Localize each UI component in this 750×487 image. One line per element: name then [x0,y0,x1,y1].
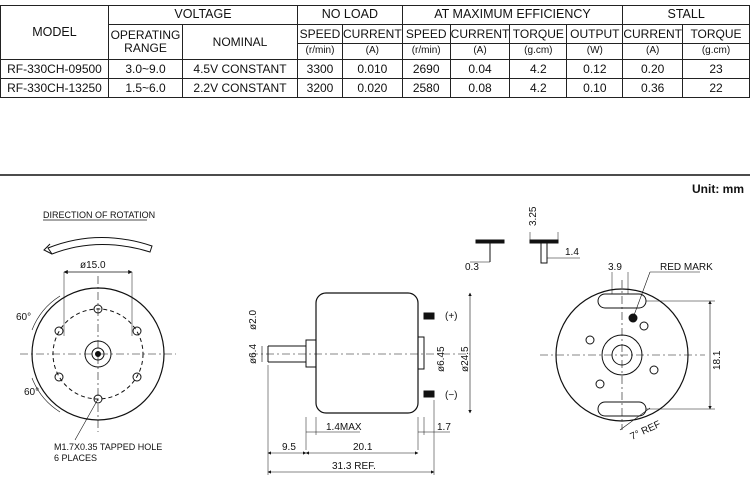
header-eff-output: OUTPUT [566,24,624,44]
cell-operating-range: 1.5~6.0 [108,78,183,98]
cell-stall-torque: 23 [682,59,750,79]
dim-03-label: 0.3 [465,262,479,273]
diameter-2-label: ø2.0 [248,310,259,330]
dim-201-label: 20.1 [353,442,373,453]
rear-view: 3.9 RED MARK 18.1 7° REF [540,262,723,443]
cell-eff-output: 0.10 [566,78,624,98]
dim-17-label: 1.7 [437,422,451,433]
terminal-plus-label: (+) [445,311,458,322]
header-voltage: VOLTAGE [108,5,298,25]
dim-313-label: 31.3 REF. [332,461,376,472]
cell-noload-current: 0.010 [342,59,403,79]
dim-95-label: 9.5 [282,442,296,453]
spec-table: MODEL VOLTAGE NO LOAD AT MAXIMUM EFFICIE… [0,5,750,98]
tapped-hole-label-2: 6 PLACES [54,453,97,463]
motor-body [315,292,419,414]
cell-operating-range: 3.0~9.0 [108,59,183,79]
side-view: (+) (−) ø6.4 ø2.0 ø6.45 ø24.5 1.4MAX 1.7… [248,292,472,475]
header-stall-current: CURRENT [622,24,684,44]
header-operating-range: OPERATING RANGE [108,24,183,60]
dim-14-label: 1.4 [565,247,579,258]
cell-nominal: 2.2V CONSTANT [182,78,298,98]
unit-label: Unit: mm [692,182,744,196]
diameter-645-label: ø6.45 [436,346,447,372]
red-mark-label: RED MARK [660,262,713,273]
header-eff-torque: TORQUE [509,24,568,44]
dim-325-label: 3.25 [528,206,539,226]
header-stall: STALL [622,5,750,25]
terminal-detail: 0.3 3.25 1.4 [465,206,580,273]
cell-stall-current: 0.36 [622,78,684,98]
header-stall-torque: TORQUE [682,24,750,44]
dim-181-label: 18.1 [712,350,723,370]
front-view: DIRECTION OF ROTATION ø15.0 60° 60° M1.7… [16,210,176,463]
dim-14max-label: 1.4MAX [326,422,362,433]
cell-eff-current: 0.04 [449,59,511,79]
diameter-64-label: ø6.4 [248,344,259,364]
angle-60-bottom-label: 60° [24,387,39,398]
direction-of-rotation-label: DIRECTION OF ROTATION [43,210,155,220]
diameter-245-label: ø24.5 [460,346,471,372]
table-row: RF-330CH-13250 1.5~6.0 2.2V CONSTANT 320… [0,78,750,98]
diameter-15-label: ø15.0 [80,260,106,271]
cell-eff-speed: 2580 [401,78,451,98]
ref-7-label: 7° REF [629,419,663,443]
cell-noload-speed: 3200 [297,78,343,98]
angle-60-top-label: 60° [16,312,31,323]
dim-39-label: 3.9 [608,262,622,273]
header-eff-speed: SPEED [401,24,451,44]
cell-model: RF-330CH-13250 [0,78,109,98]
cell-eff-torque: 4.2 [509,78,568,98]
header-noload-current: CURRENT [342,24,403,44]
header-model: MODEL [0,5,109,60]
cell-eff-torque: 4.2 [509,59,568,79]
terminal-minus-label: (−) [445,390,458,401]
tapped-hole-label-1: M1.7X0.35 TAPPED HOLE [54,442,162,452]
header-nominal: NOMINAL [182,24,298,60]
cell-stall-torque: 22 [682,78,750,98]
header-eff-current: CURRENT [449,24,511,44]
rotation-arrow-icon [47,236,153,255]
